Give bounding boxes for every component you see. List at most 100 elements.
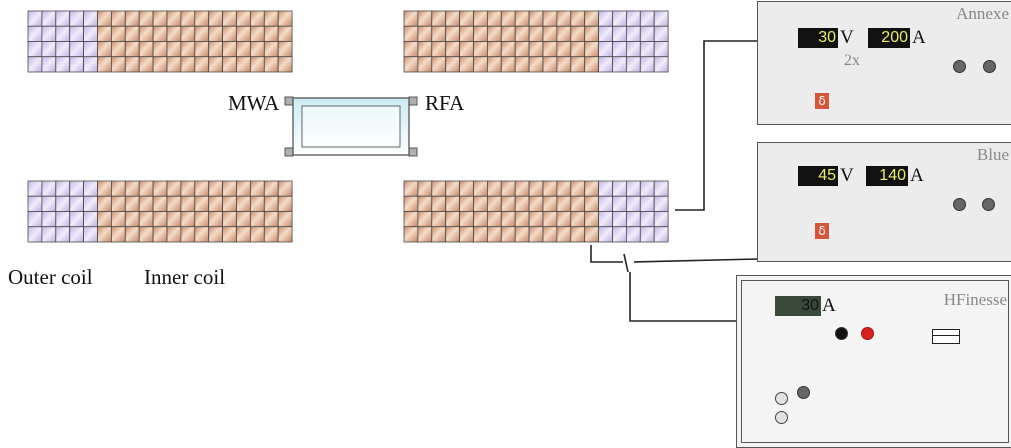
inner-coil-cell <box>124 211 140 228</box>
inner-coil-cell <box>277 41 293 58</box>
inner-coil-cell <box>180 10 196 27</box>
coil-top-right <box>403 10 669 73</box>
outer-coil-cell <box>69 195 84 212</box>
inner-coil-cell <box>431 211 447 228</box>
inner-coil-cell <box>528 41 544 58</box>
hfinesse-black-terminal[interactable] <box>835 327 848 340</box>
inner-coil-cell <box>97 195 112 212</box>
outer-coil-cell <box>83 211 98 228</box>
inner-coil-cell <box>249 56 265 73</box>
inner-coil-cell <box>556 180 572 197</box>
annexe-delta-button[interactable]: δ <box>815 93 829 109</box>
outer-coil-cell <box>27 41 43 58</box>
inner-coil-cell <box>528 226 544 243</box>
outer-coil-cell <box>653 41 669 58</box>
inner-coil-cell <box>138 56 154 73</box>
hfinesse-knob-light-lower[interactable] <box>775 411 788 424</box>
outer-coil-cell <box>27 25 43 42</box>
inner-coil-cell <box>417 195 433 212</box>
inner-coil-cell <box>263 10 279 27</box>
inner-coil-cell <box>431 56 447 73</box>
inner-coil-cell <box>403 56 419 73</box>
inner-coil-cell <box>180 195 196 212</box>
inner-coil-cell <box>277 195 293 212</box>
outer-coil-cell <box>41 10 57 27</box>
sample-holder <box>284 96 418 157</box>
inner-coil-cell <box>236 226 251 243</box>
inner-coil-cell <box>514 41 530 58</box>
inner-coil-cell <box>500 10 516 27</box>
coil-top-left <box>27 10 293 73</box>
inner-coil-cell <box>138 226 154 243</box>
inner-coil-cell <box>459 10 474 27</box>
inner-coil-cell <box>445 10 461 27</box>
hfinesse-current-display: 30 <box>775 296 821 316</box>
inner-coil-cell <box>403 10 419 27</box>
blue-delta-button[interactable]: δ <box>815 223 829 239</box>
inner-coil-cell <box>473 211 488 228</box>
inner-coil-cell <box>263 25 279 42</box>
hfinesse-knob-light-upper[interactable] <box>775 392 788 405</box>
inner-coil-cell <box>277 211 293 228</box>
outer-coil-cell <box>626 180 641 197</box>
outer-coil-cell <box>83 41 98 58</box>
inner-coil-cell <box>124 195 140 212</box>
annexe-knob-right[interactable] <box>983 60 996 73</box>
inner-coil-cell <box>431 180 447 197</box>
outer-coil-cell <box>27 211 43 228</box>
inner-coil-cell <box>222 211 237 228</box>
inner-coil-cell <box>263 56 279 73</box>
blue-knob-left[interactable] <box>953 198 966 211</box>
inner-coil-cell <box>166 195 182 212</box>
annexe-knob-left[interactable] <box>953 60 966 73</box>
hfinesse-red-terminal[interactable] <box>861 327 874 340</box>
inner-coil-cell <box>417 56 433 73</box>
outer-coil-cell <box>612 211 627 228</box>
blue-title: Blue <box>976 145 1009 164</box>
hfinesse-knob-dark[interactable] <box>797 386 810 399</box>
inner-coil-cell <box>542 10 558 27</box>
inner-coil-cell <box>236 56 251 73</box>
inner-coil-cell <box>473 226 488 243</box>
outer-coil-cell <box>598 211 613 228</box>
inner-coil-cell <box>111 41 126 58</box>
outer-coil-cell <box>653 180 669 197</box>
inner-coil-cell <box>570 195 586 212</box>
outer-coil-cell <box>27 226 43 243</box>
hfinesse-switch[interactable] <box>932 329 960 344</box>
outer-coil-cell <box>612 195 627 212</box>
inner-coil-cell <box>152 41 168 58</box>
inner-coil-cell <box>180 211 196 228</box>
outer-coil-cell <box>626 211 641 228</box>
inner-coil-cell <box>97 211 112 228</box>
inner-coil-cell <box>194 41 210 58</box>
outer-coil-cell <box>41 56 57 73</box>
inner-coil-cell <box>97 10 112 27</box>
blue-knob-right[interactable] <box>982 198 995 211</box>
outer-coil-cell <box>598 195 613 212</box>
outer-coil-cell <box>598 180 613 197</box>
inner-coil-cell <box>500 180 516 197</box>
inner-coil-cell <box>152 25 168 42</box>
outer-coil-cell <box>55 25 71 42</box>
inner-coil-cell <box>584 56 600 73</box>
outer-coil-cell <box>55 56 71 73</box>
inner-coil-cell <box>403 25 419 42</box>
inner-coil-cell <box>556 56 572 73</box>
inner-coil-cell <box>584 195 600 212</box>
inner-coil-cell <box>166 25 182 42</box>
inner-coil-cell <box>208 226 223 243</box>
inner-coil-cell <box>208 41 223 58</box>
inner-coil-cell <box>97 25 112 42</box>
inner-coil-cell <box>514 10 530 27</box>
inner-coil-cell <box>180 226 196 243</box>
annexe-power-supply: Annexe 30 V 200 A 2x δ <box>757 1 1011 125</box>
inner-coil-cell <box>556 211 572 228</box>
inner-coil-cell <box>403 226 419 243</box>
inner-coil-cell <box>222 195 237 212</box>
blue-current-unit: A <box>910 165 924 186</box>
inner-coil-cell <box>124 226 140 243</box>
outer-coil-cell <box>626 226 641 243</box>
inner-coil-cell <box>277 56 293 73</box>
